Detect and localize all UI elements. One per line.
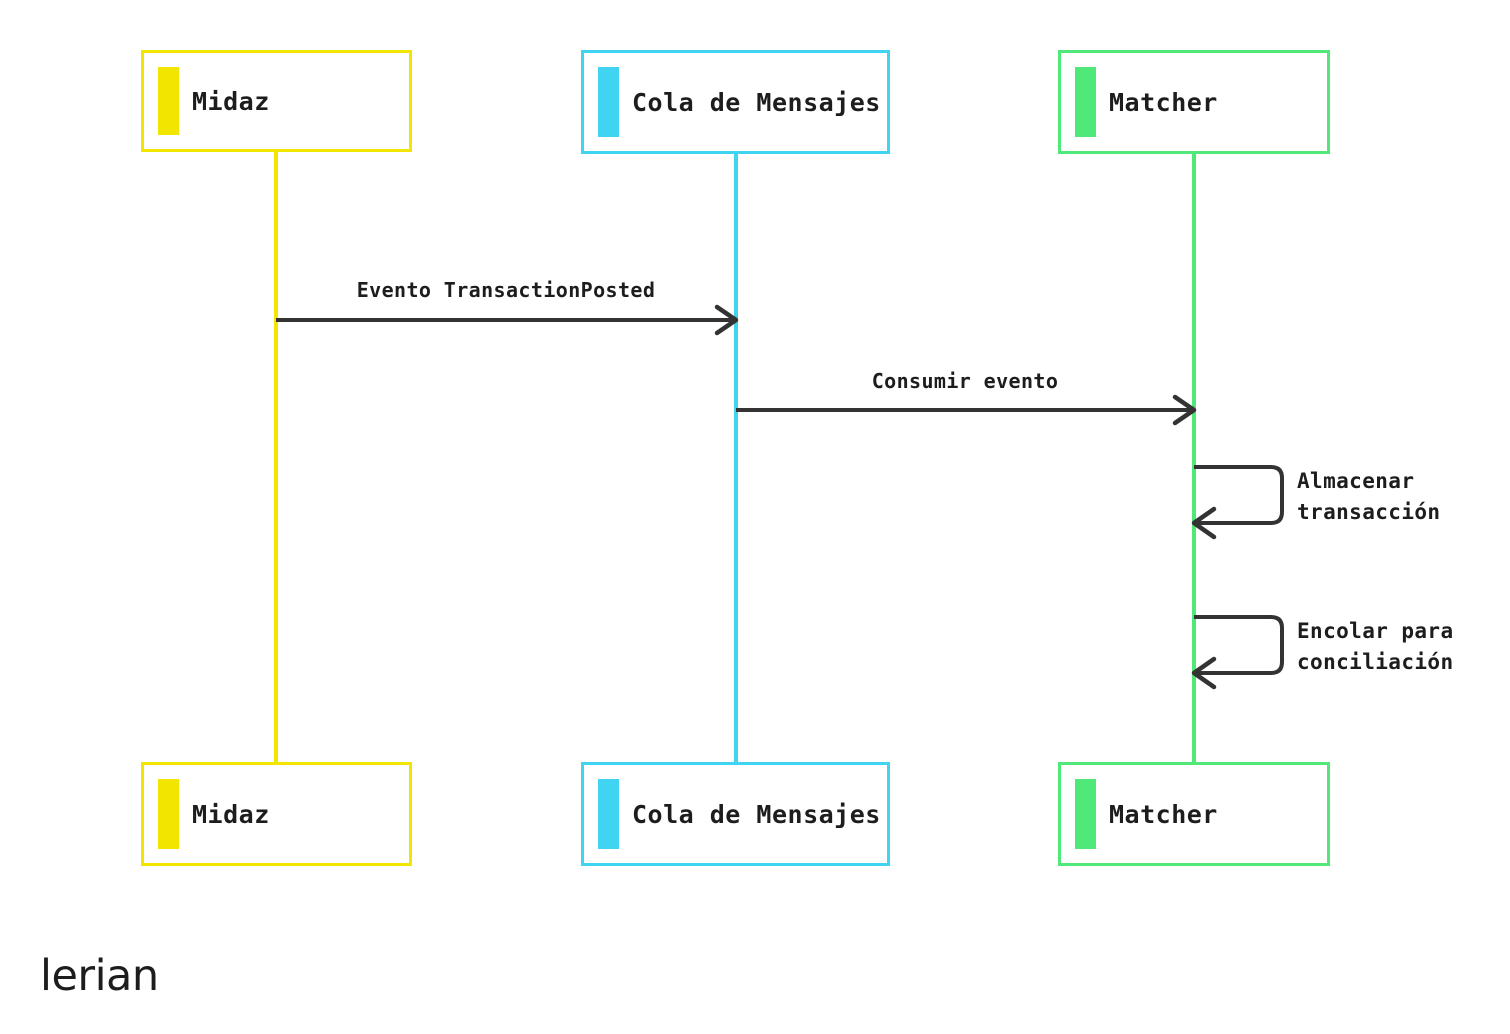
participant-box-matcher-top[interactable]: Matcher [1058, 50, 1330, 154]
participant-label-cola-de-mensajes: Cola de Mensajes [632, 799, 881, 829]
participant-label-cola-de-mensajes: Cola de Mensajes [632, 87, 881, 117]
self-message-label-line-1: Encolar para [1297, 619, 1454, 643]
participant-accent-matcher [1075, 67, 1096, 137]
self-message-label-line-2: transacción [1297, 500, 1441, 525]
lifeline-cola-de-mensajes [734, 154, 738, 762]
message-evento-transactionposted[interactable] [256, 300, 756, 340]
participant-box-cola-de-mensajes-top[interactable]: Cola de Mensajes [581, 50, 890, 154]
lifeline-midaz [274, 152, 278, 762]
message-consumir-evento[interactable] [716, 390, 1214, 430]
participant-accent-midaz [158, 67, 179, 135]
participant-label-matcher: Matcher [1109, 87, 1218, 117]
participant-accent-cola-de-mensajes [598, 67, 619, 137]
message-label-consumir-evento: Consumir evento [871, 369, 1059, 393]
self-message-label-line-1: Almacenar [1297, 469, 1415, 493]
message-arrow-consumir-evento [736, 394, 1197, 426]
self-message-almacenar-transaccion[interactable] [1180, 449, 1312, 545]
message-arrow-evento-transactionposted [276, 304, 739, 336]
participant-box-midaz-top[interactable]: Midaz [141, 50, 412, 152]
participant-accent-cola-de-mensajes [598, 779, 619, 849]
brand-logo: lerian [40, 951, 159, 1001]
self-message-label-almacenar-transaccion: Almacenar transacción [1297, 466, 1440, 528]
self-message-label-encolar-para-conciliacion: Encolar para conciliación [1297, 616, 1454, 678]
participant-box-midaz-bottom[interactable]: Midaz [141, 762, 412, 866]
lifeline-matcher [1192, 154, 1196, 762]
self-message-encolar-para-conciliacion[interactable] [1180, 599, 1312, 695]
message-label-evento-transactionposted: Evento TransactionPosted [356, 278, 656, 302]
participant-accent-midaz [158, 779, 179, 849]
participant-label-matcher: Matcher [1109, 799, 1218, 829]
participant-label-midaz: Midaz [192, 86, 270, 116]
participant-label-midaz: Midaz [192, 799, 270, 829]
self-message-arrow-almacenar-transaccion [1191, 465, 1284, 540]
participant-accent-matcher [1075, 779, 1096, 849]
participant-box-matcher-bottom[interactable]: Matcher [1058, 762, 1330, 866]
participant-box-cola-de-mensajes-bottom[interactable]: Cola de Mensajes [581, 762, 890, 866]
self-message-arrow-encolar-para-conciliacion [1191, 615, 1284, 690]
self-message-label-line-2: conciliación [1297, 650, 1454, 675]
